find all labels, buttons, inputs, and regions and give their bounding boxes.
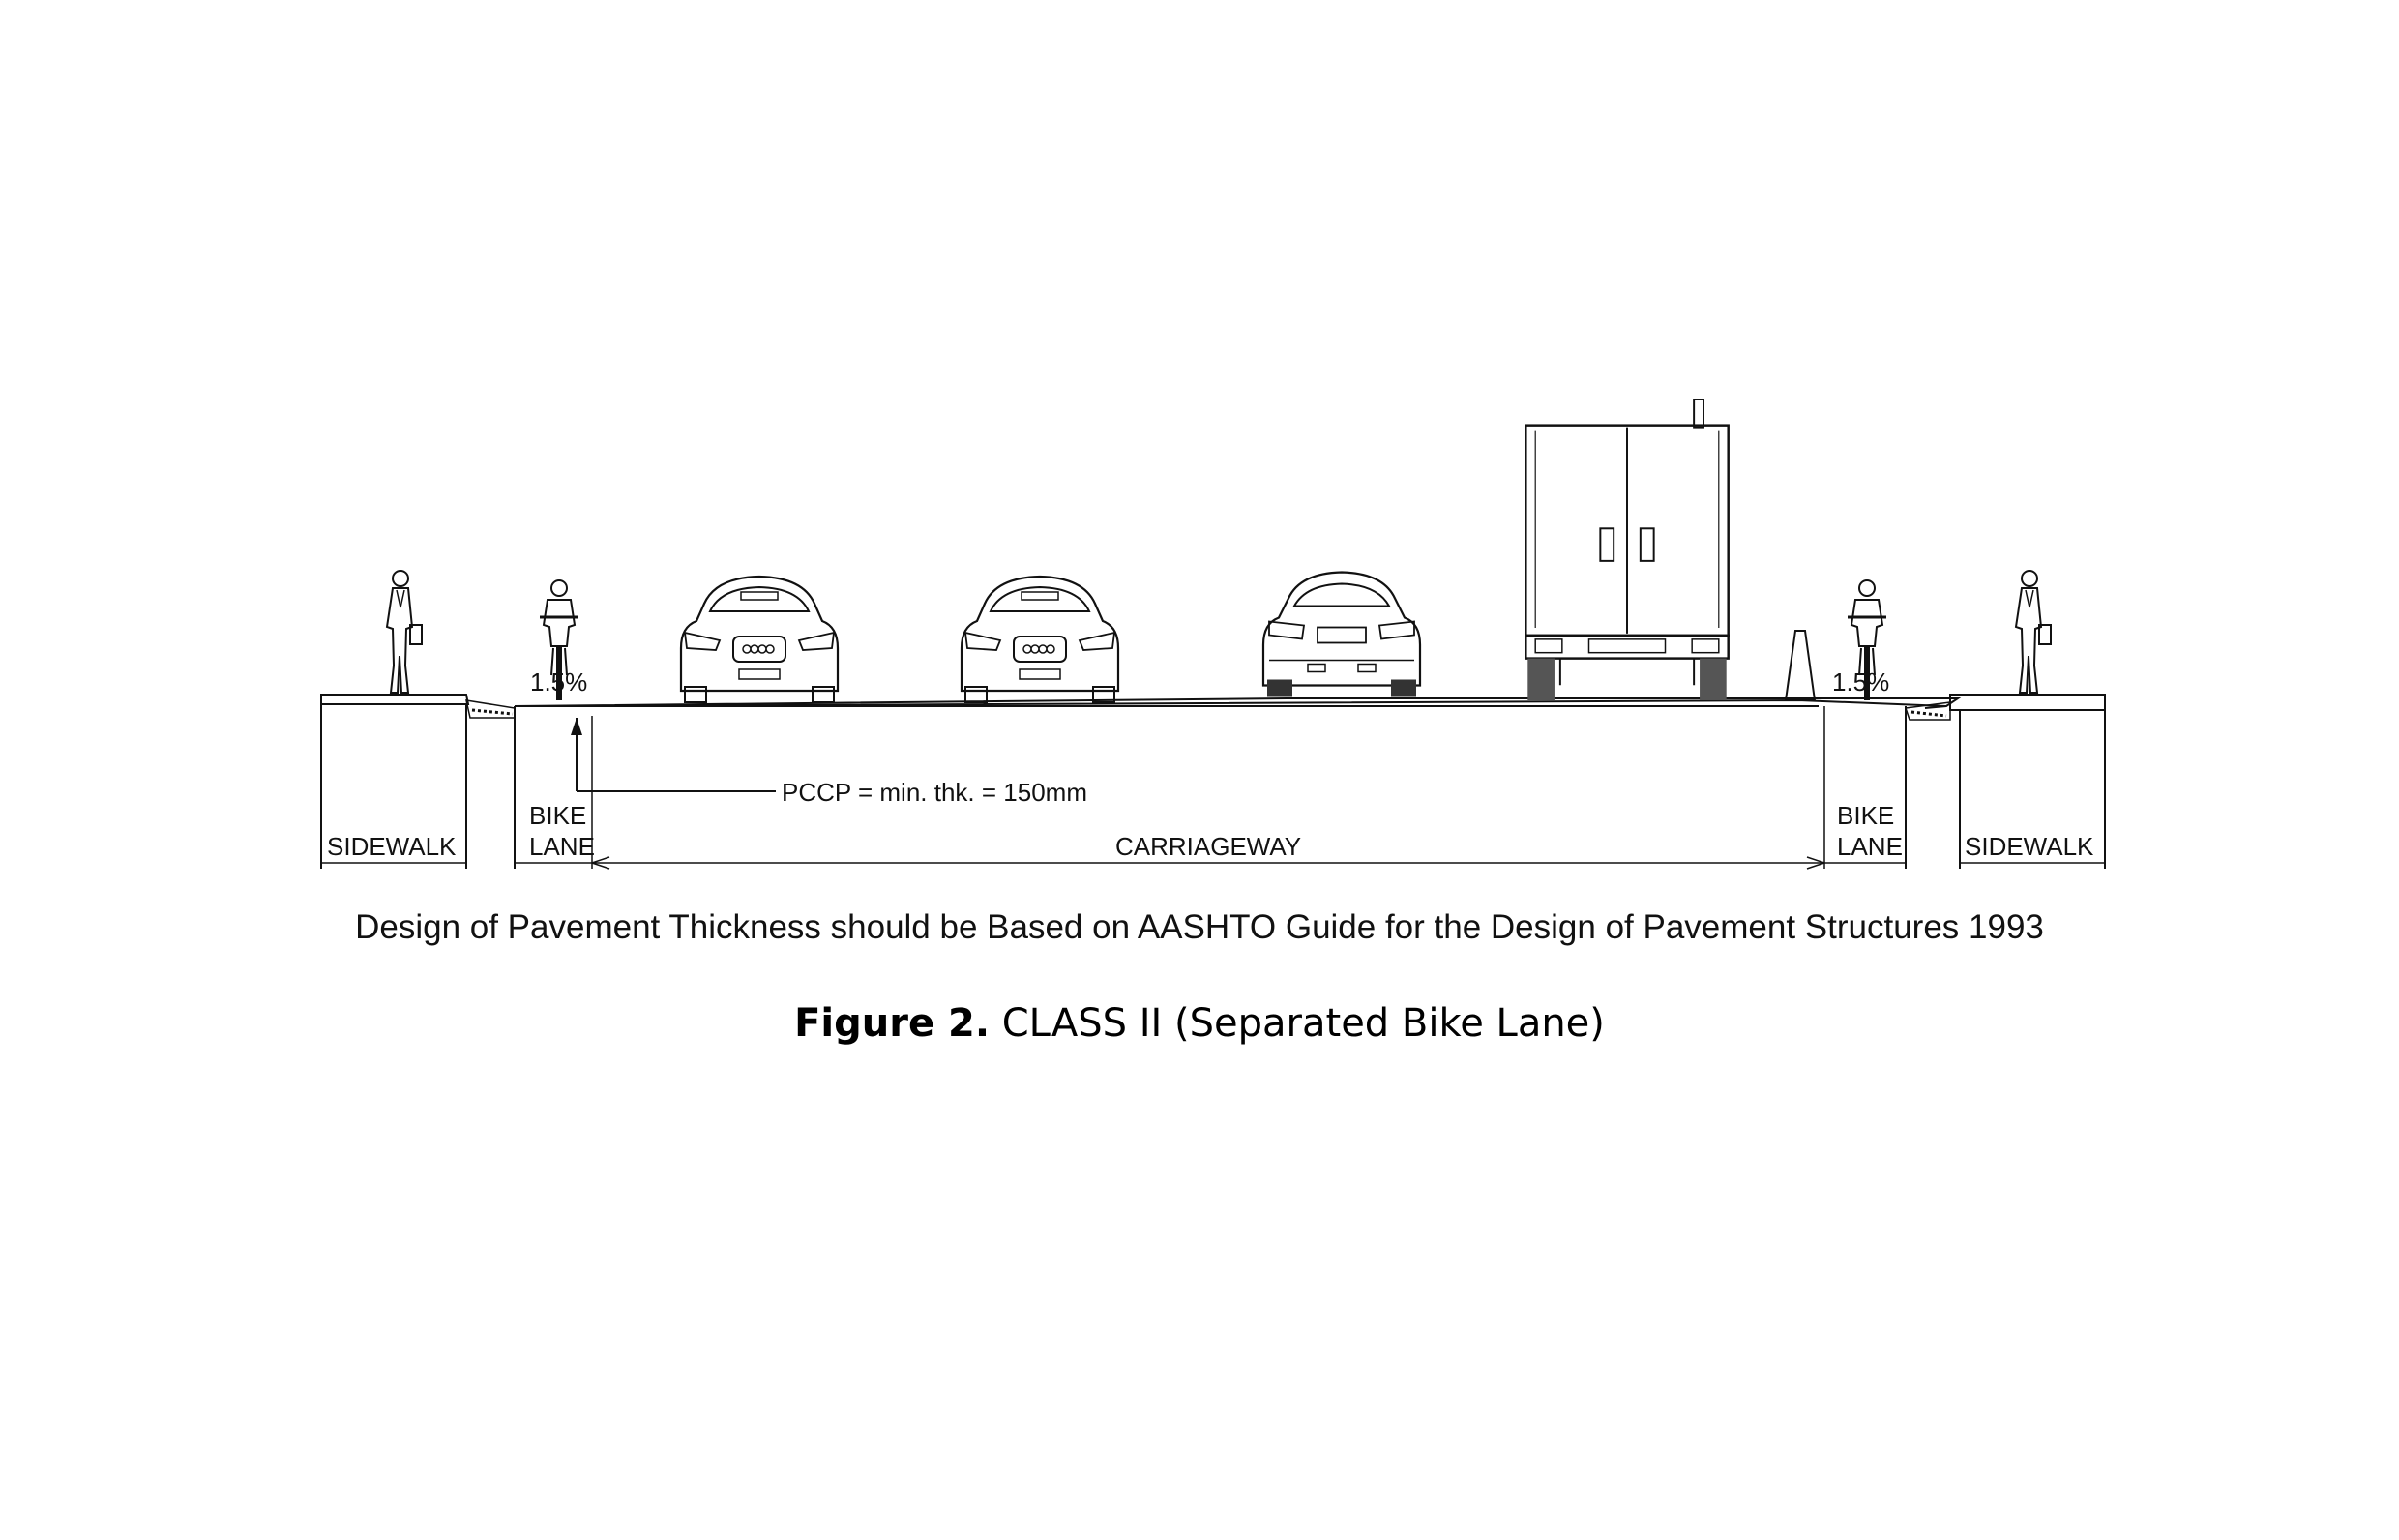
pccp-leader	[571, 718, 776, 792]
figure-title: CLASS II (Separated Bike Lane)	[1001, 1001, 1605, 1046]
curb-left	[465, 699, 516, 719]
sidewalk-right-label: SIDEWALK	[1965, 832, 2094, 861]
sidewalk-left	[320, 694, 470, 869]
sidewalk-right	[1949, 694, 2106, 869]
figure-number: Figure 2.	[794, 1001, 991, 1046]
truck-rear-icon	[1525, 399, 1730, 702]
slope-left-label: 1.5%	[530, 667, 587, 696]
dimension-lines	[321, 706, 2105, 870]
traffic-cone-icon	[1784, 630, 1817, 701]
carriageway-label: CARRIAGEWAY	[1115, 832, 1301, 861]
curb-right	[1905, 701, 1951, 869]
bike-lane-left-label-1: BIKE	[529, 801, 586, 830]
bike-lane-left-label-2: LANE	[529, 832, 595, 861]
pedestrian-icon	[2015, 570, 2052, 694]
figure-caption: Figure 2. CLASS II (Separated Bike Lane)	[0, 1001, 2399, 1046]
slope-right-label: 1.5%	[1832, 667, 1889, 696]
design-note: Design of Pavement Thickness should be B…	[355, 908, 2044, 946]
pccp-label: PCCP = min. thk. = 150mm	[782, 778, 1087, 807]
pedestrian-icon	[386, 570, 423, 694]
car-front-icon	[960, 575, 1120, 703]
car-rear-icon	[1261, 571, 1422, 698]
car-front-icon	[679, 575, 840, 703]
sidewalk-left-label: SIDEWALK	[327, 832, 457, 861]
bike-lane-right-label-2: LANE	[1837, 832, 1903, 861]
bike-lane-right-label-1: BIKE	[1837, 801, 1894, 830]
